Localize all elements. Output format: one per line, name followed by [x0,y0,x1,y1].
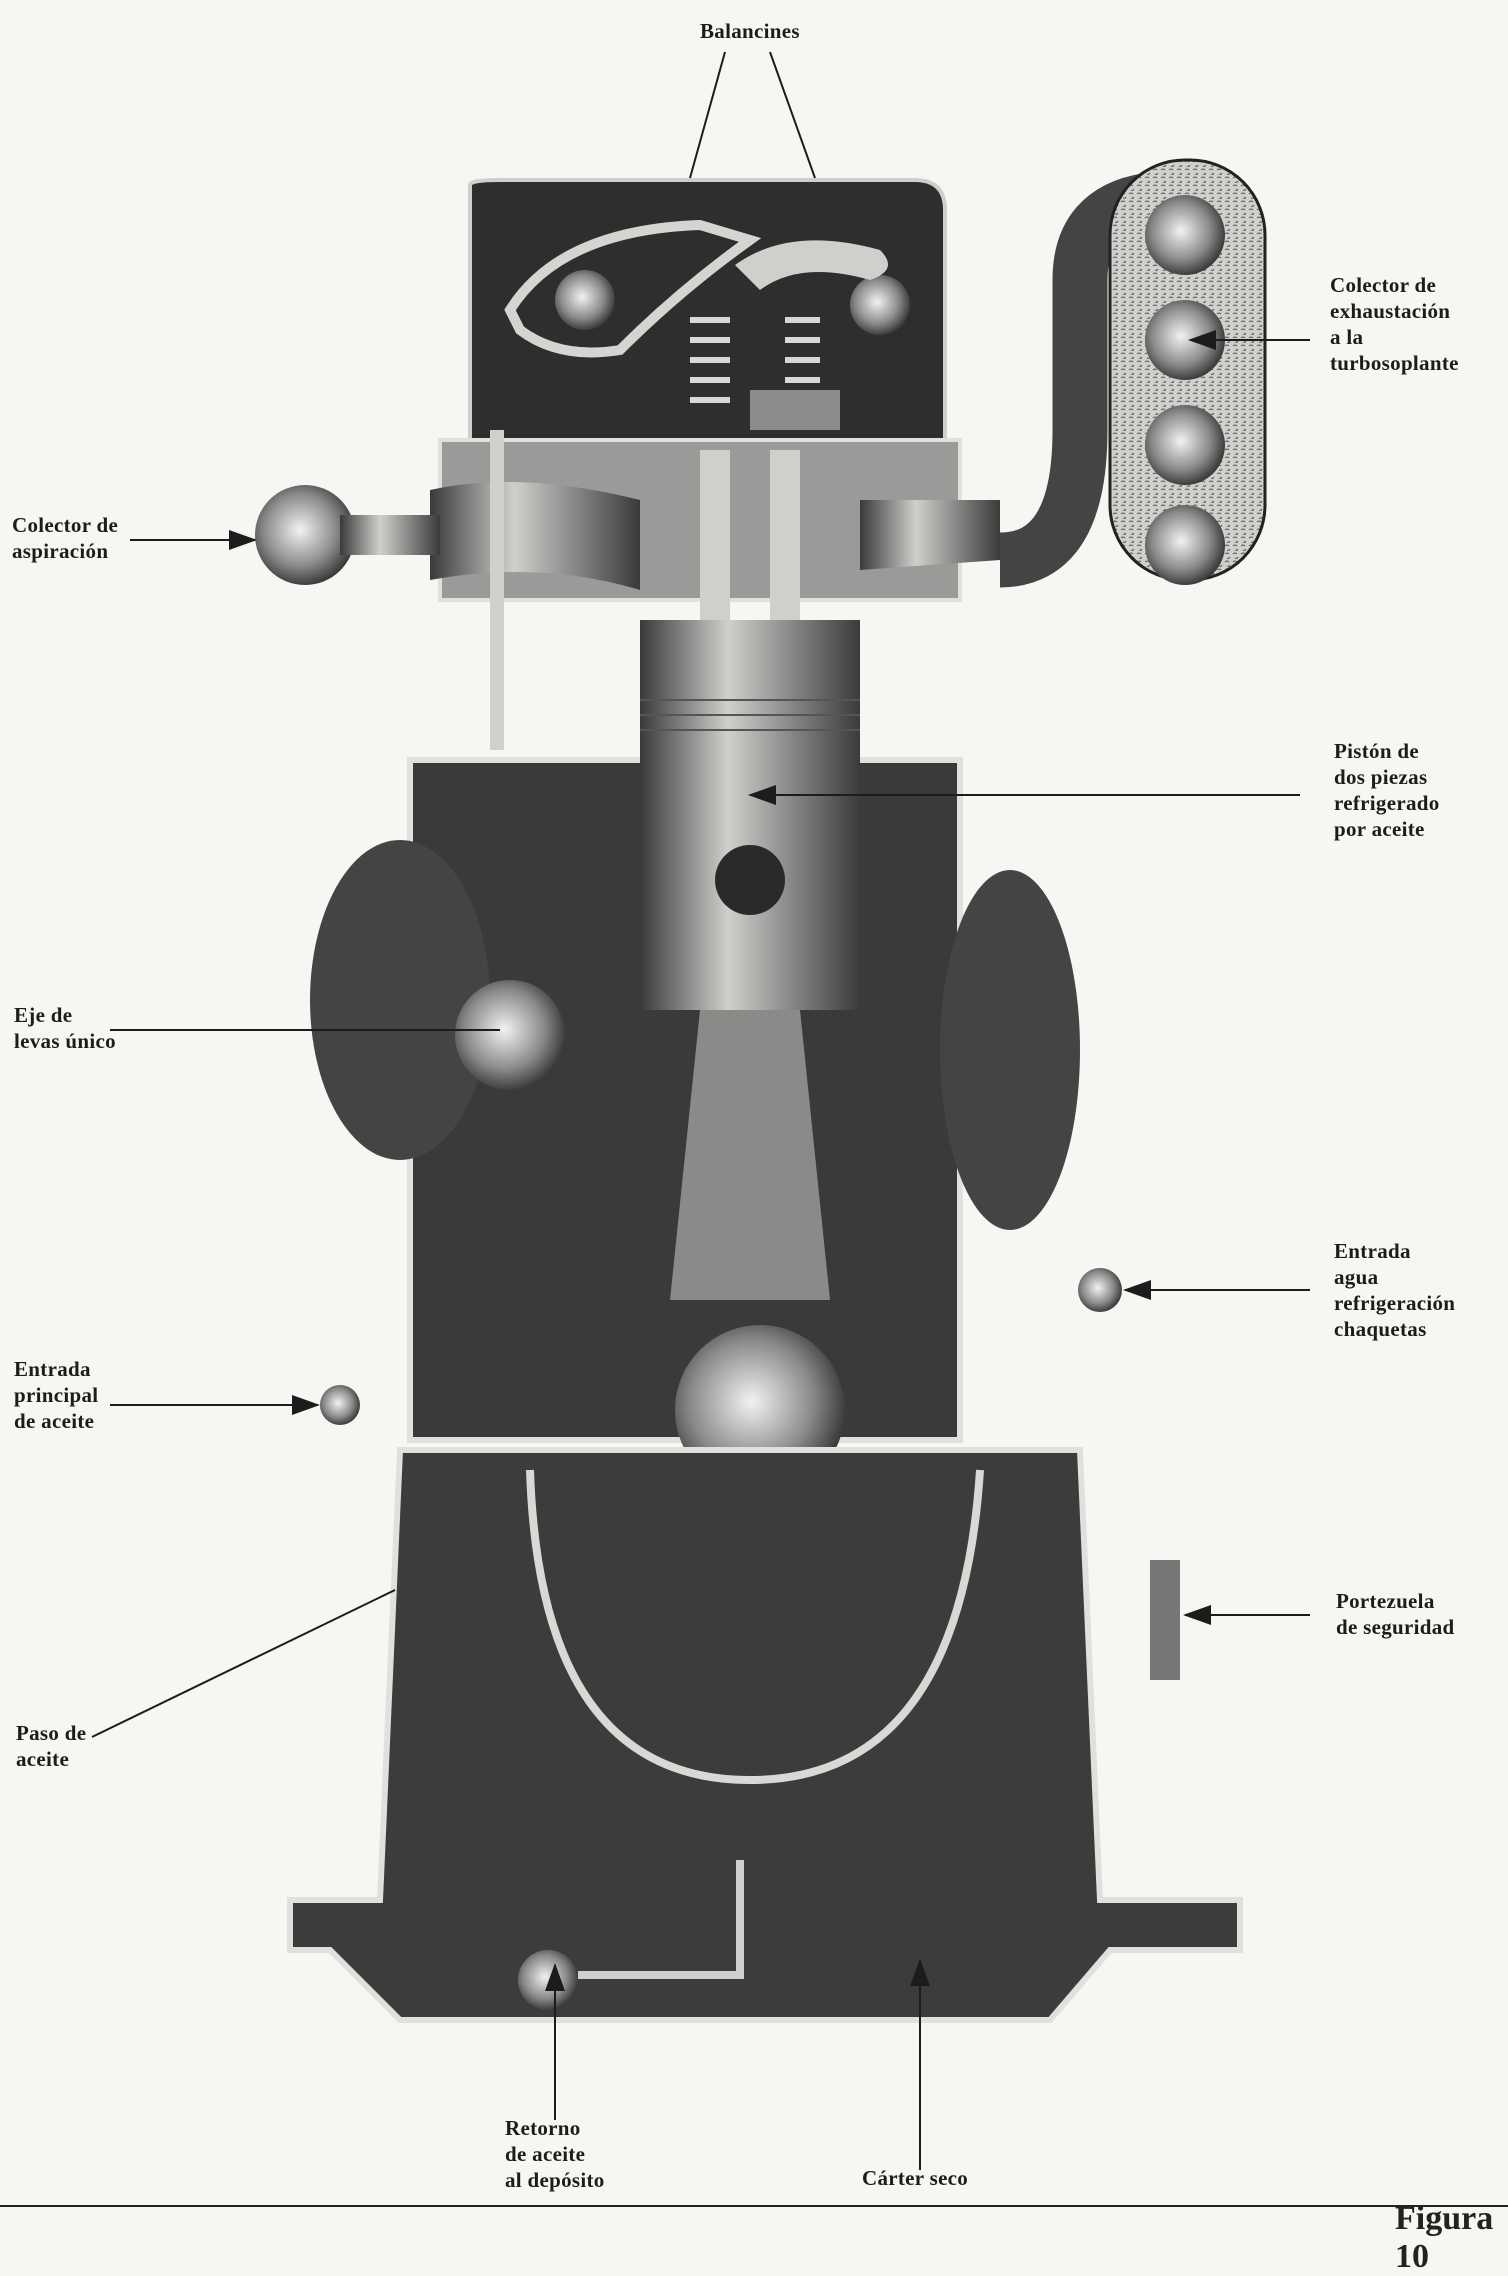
label-balancines: Balancines [700,19,800,43]
label-entrada-aceite: Entrada principal de aceite [14,1357,99,1433]
engine-block [310,620,1080,1495]
camshaft [455,980,565,1090]
label-piston: Pistón de dos piezas refrigerado por ace… [1334,739,1440,841]
exhaust-manifold [998,158,1267,588]
label-eje-levas: Eje de levas único [14,1003,116,1053]
push-rod [490,430,504,750]
label-entrada-agua: Entrada agua refrigeración chaquetas [1334,1239,1456,1341]
connecting-rod [670,1010,830,1300]
oil-return-fitting [518,1950,578,2010]
label-portezuela: Portezuela de seguridad [1336,1589,1455,1639]
label-colector-aspiracion: Colector de aspiración [12,513,119,563]
label-carter-seco: Cárter seco [862,2166,969,2190]
piston [640,620,860,1010]
bottom-rule [0,2205,1508,2207]
water-inlet-fitting [1078,1268,1122,1312]
label-retorno-aceite: Retorno de aceite al depósito [505,2116,605,2192]
rocker-shaft-left [555,270,615,330]
engine-cutaway-illustration [91,51,1310,2170]
label-paso-aceite: Paso de aceite [16,1721,87,1771]
rocker-cover [468,178,947,442]
crankcase [287,1447,1243,2023]
rocker-shaft-right [850,275,910,335]
label-colector-exhaustacion: Colector de exhaustación a la turbosopla… [1330,273,1459,375]
leader-lines [91,51,1310,2170]
oil-inlet-fitting [320,1385,360,1425]
cylinder-head [430,438,1000,630]
figure-caption: Figura 10 [1395,2200,1494,2275]
intake-manifold [255,485,355,585]
